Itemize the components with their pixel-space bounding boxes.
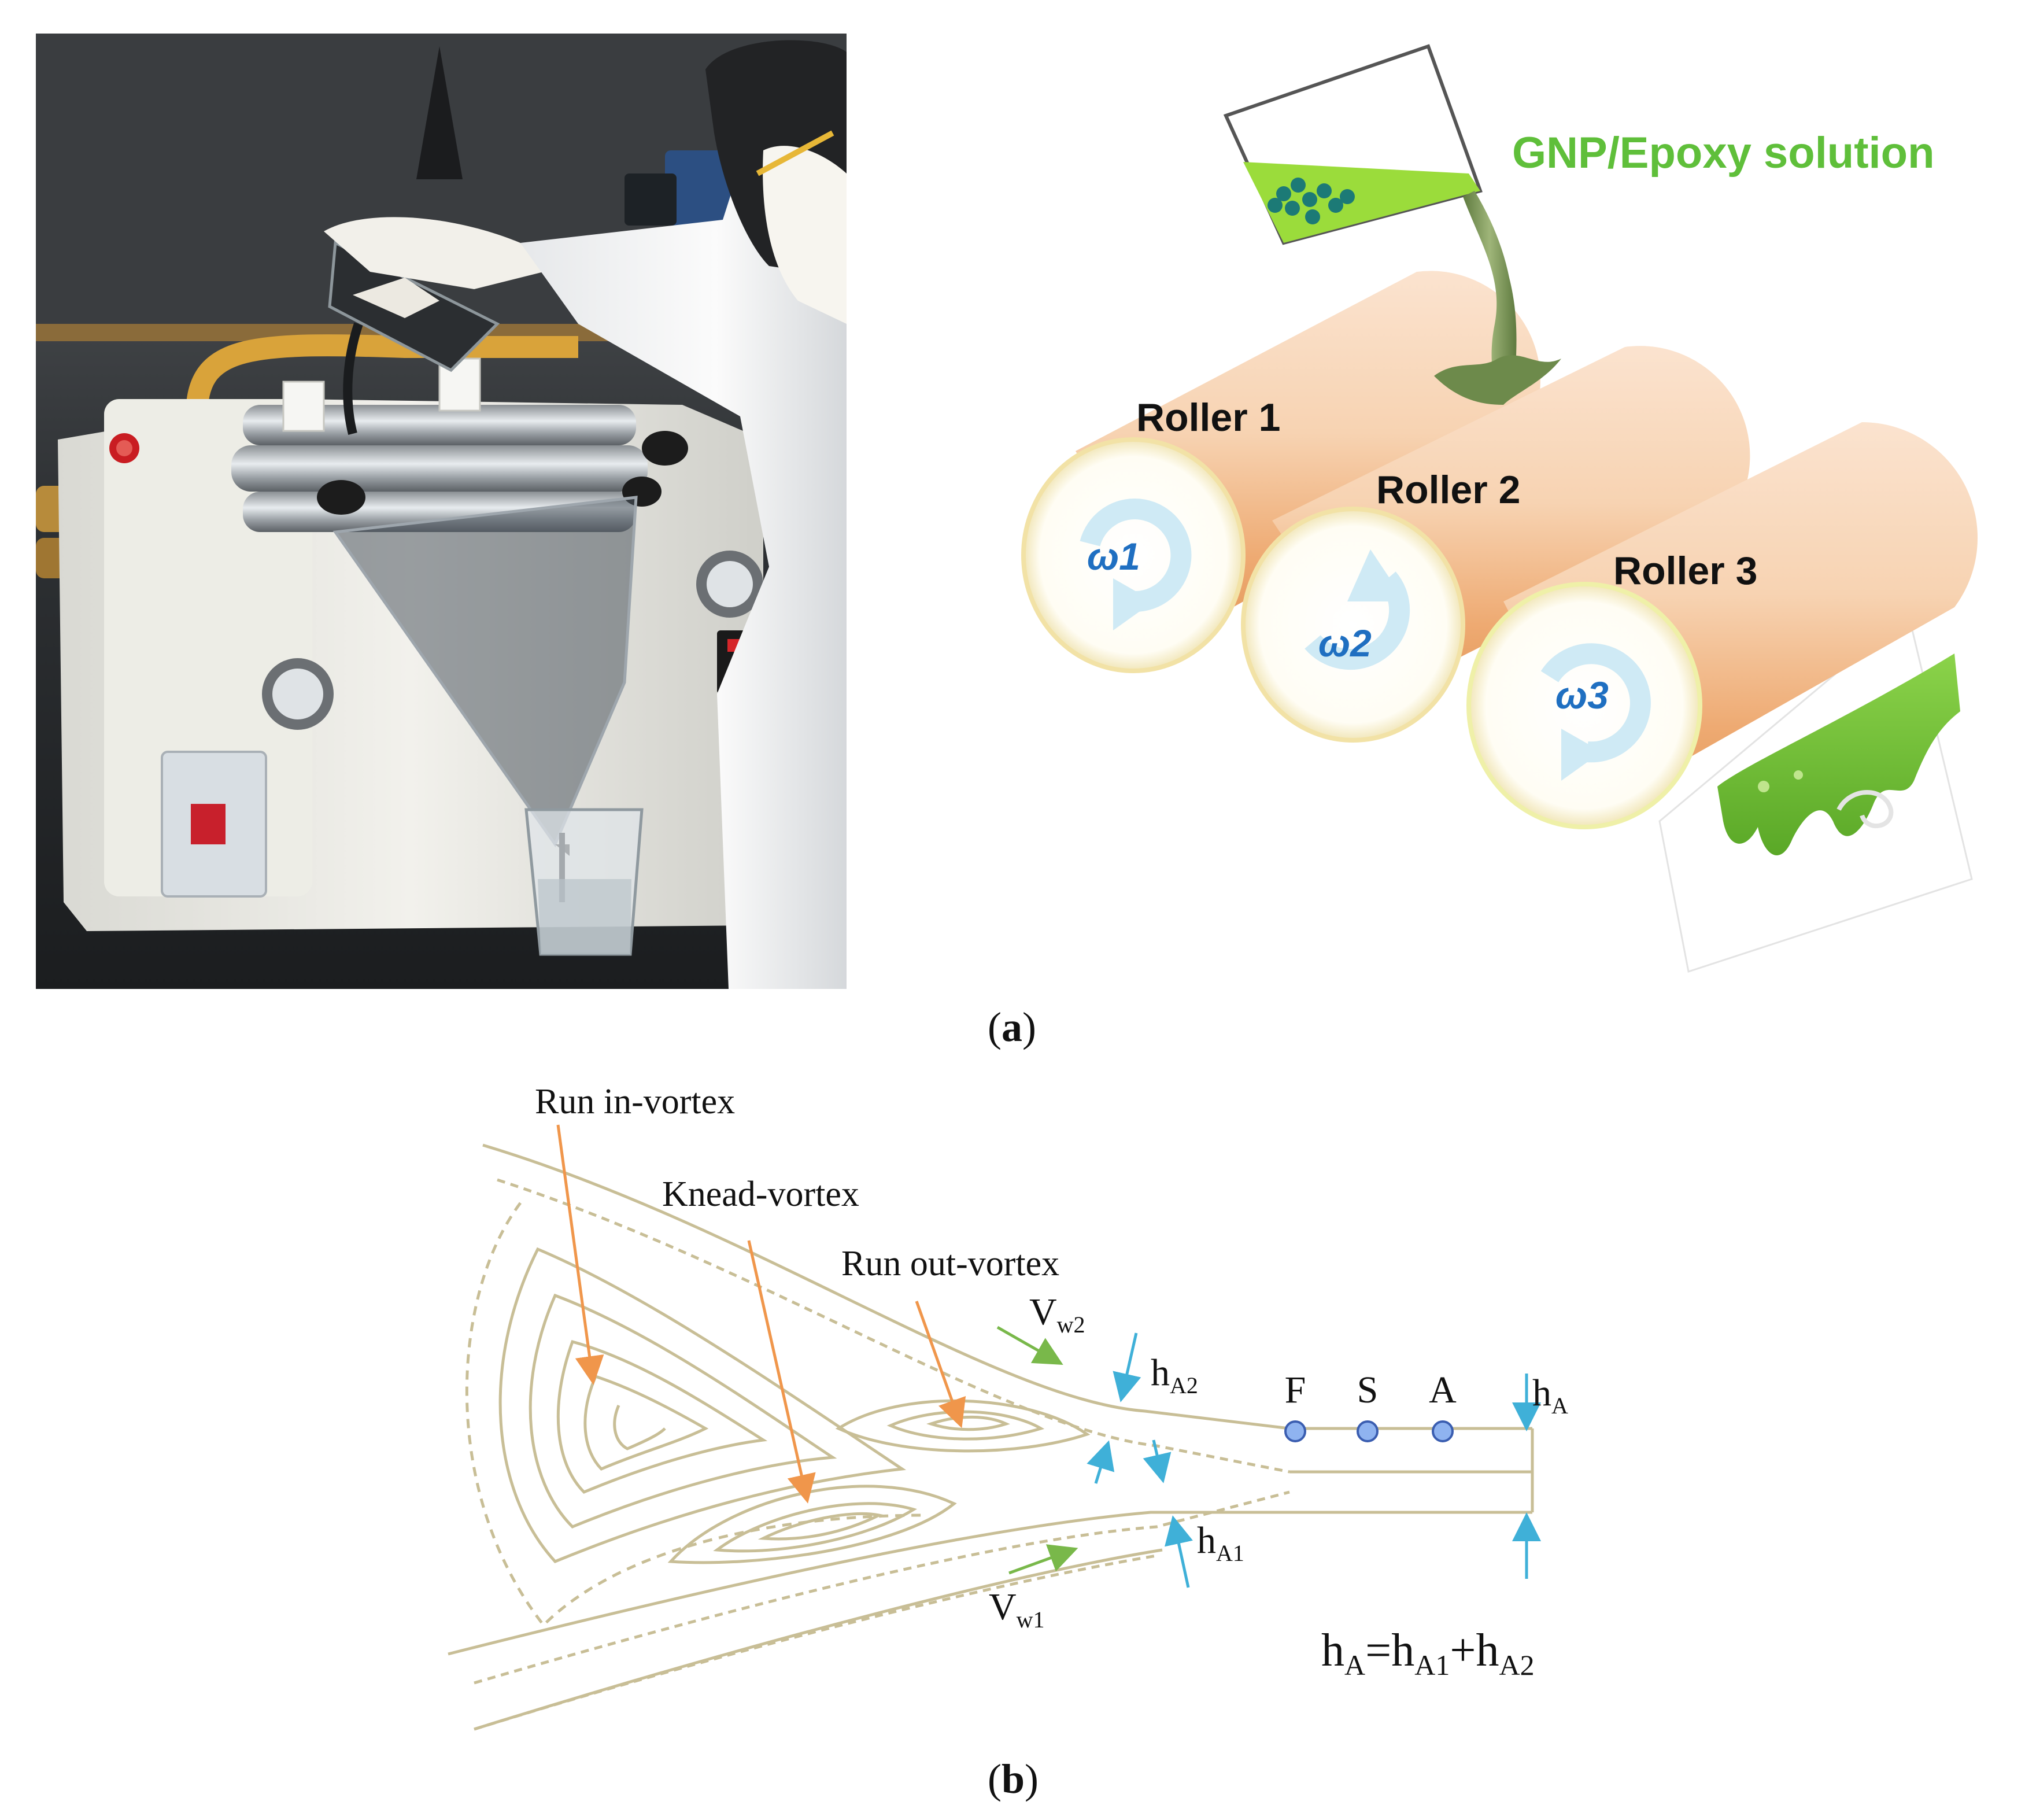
ha1-label: hA1 [1197, 1519, 1244, 1566]
ha1-arrow [1165, 1515, 1193, 1588]
point-f [1284, 1420, 1306, 1442]
pouring-beaker [1223, 44, 1483, 245]
roller-2-label: Roller 2 [1376, 468, 1520, 512]
gap-arrows [1087, 1332, 1541, 1588]
outer-loop [465, 1202, 926, 1627]
ha2-label: hA2 [1151, 1352, 1198, 1398]
vw2-arrow [996, 1326, 1063, 1365]
lab-photo [36, 34, 847, 989]
vw1-label: Vw1 [989, 1586, 1045, 1633]
vw1-arrow [1008, 1544, 1078, 1575]
gap-equation: hA=hA1+hA2 [1321, 1625, 1535, 1681]
run-in-vortex [498, 1247, 907, 1563]
roller-1 [1021, 271, 1540, 673]
velocity-arrows [996, 1326, 1078, 1575]
point-s [1357, 1420, 1379, 1442]
output-sheet [1658, 611, 1973, 973]
roller-2 [1241, 346, 1750, 743]
caption-a: (a) [988, 1004, 1036, 1050]
solution-label: GNP/Epoxy solution [1512, 128, 1935, 178]
run-in-label: Run in-vortex [535, 1082, 735, 1121]
omega-1-label: ω1 [1087, 535, 1140, 578]
vw2-label: Vw2 [1029, 1291, 1085, 1338]
caption-b: (b) [988, 1756, 1039, 1802]
roller-3 [1466, 422, 1978, 829]
point-a [1432, 1420, 1454, 1442]
upper-dashed [497, 1178, 1290, 1474]
outlet-gap [1289, 1470, 1534, 1512]
roller-3-label: Roller 3 [1613, 549, 1757, 593]
vortex-pointer-arrows [556, 1124, 966, 1504]
flow-points [1284, 1420, 1454, 1442]
knead-label: Knead-vortex [662, 1175, 859, 1214]
ha-label: hA [1532, 1372, 1568, 1419]
run-out-vortex [835, 1399, 1091, 1453]
omega-2-label: ω2 [1318, 622, 1372, 664]
run-out-arrow [915, 1301, 966, 1428]
point-f-label: F [1285, 1369, 1306, 1411]
point-s-label: S [1357, 1369, 1379, 1411]
pour-stream [1434, 191, 1561, 405]
lower-dashed [474, 1490, 1290, 1685]
knead-vortex [667, 1485, 957, 1564]
roller-1-label: Roller 1 [1136, 396, 1280, 440]
three-roll-mill-schematic: GNP/Epoxy solution Roller 1 Roller 2 Rol… [1021, 44, 1978, 973]
omega-3-label: ω3 [1555, 674, 1609, 717]
lowest-wall [474, 1548, 1163, 1731]
ha2-arrow [1113, 1332, 1141, 1402]
knead-arrow [747, 1240, 816, 1504]
flow-labels: Run in-vortex Knead-vortex Run out-vorte… [535, 1082, 1568, 1681]
lower-wall [448, 1511, 1532, 1656]
flow-diagram [448, 1143, 1534, 1731]
inner-down-arrow [1143, 1439, 1172, 1483]
run-out-label: Run out-vortex [841, 1244, 1059, 1283]
inner-up-arrow [1087, 1440, 1115, 1484]
run-in-arrow [556, 1124, 604, 1385]
upper-wall [482, 1143, 1532, 1430]
point-a-label: A [1429, 1369, 1457, 1411]
